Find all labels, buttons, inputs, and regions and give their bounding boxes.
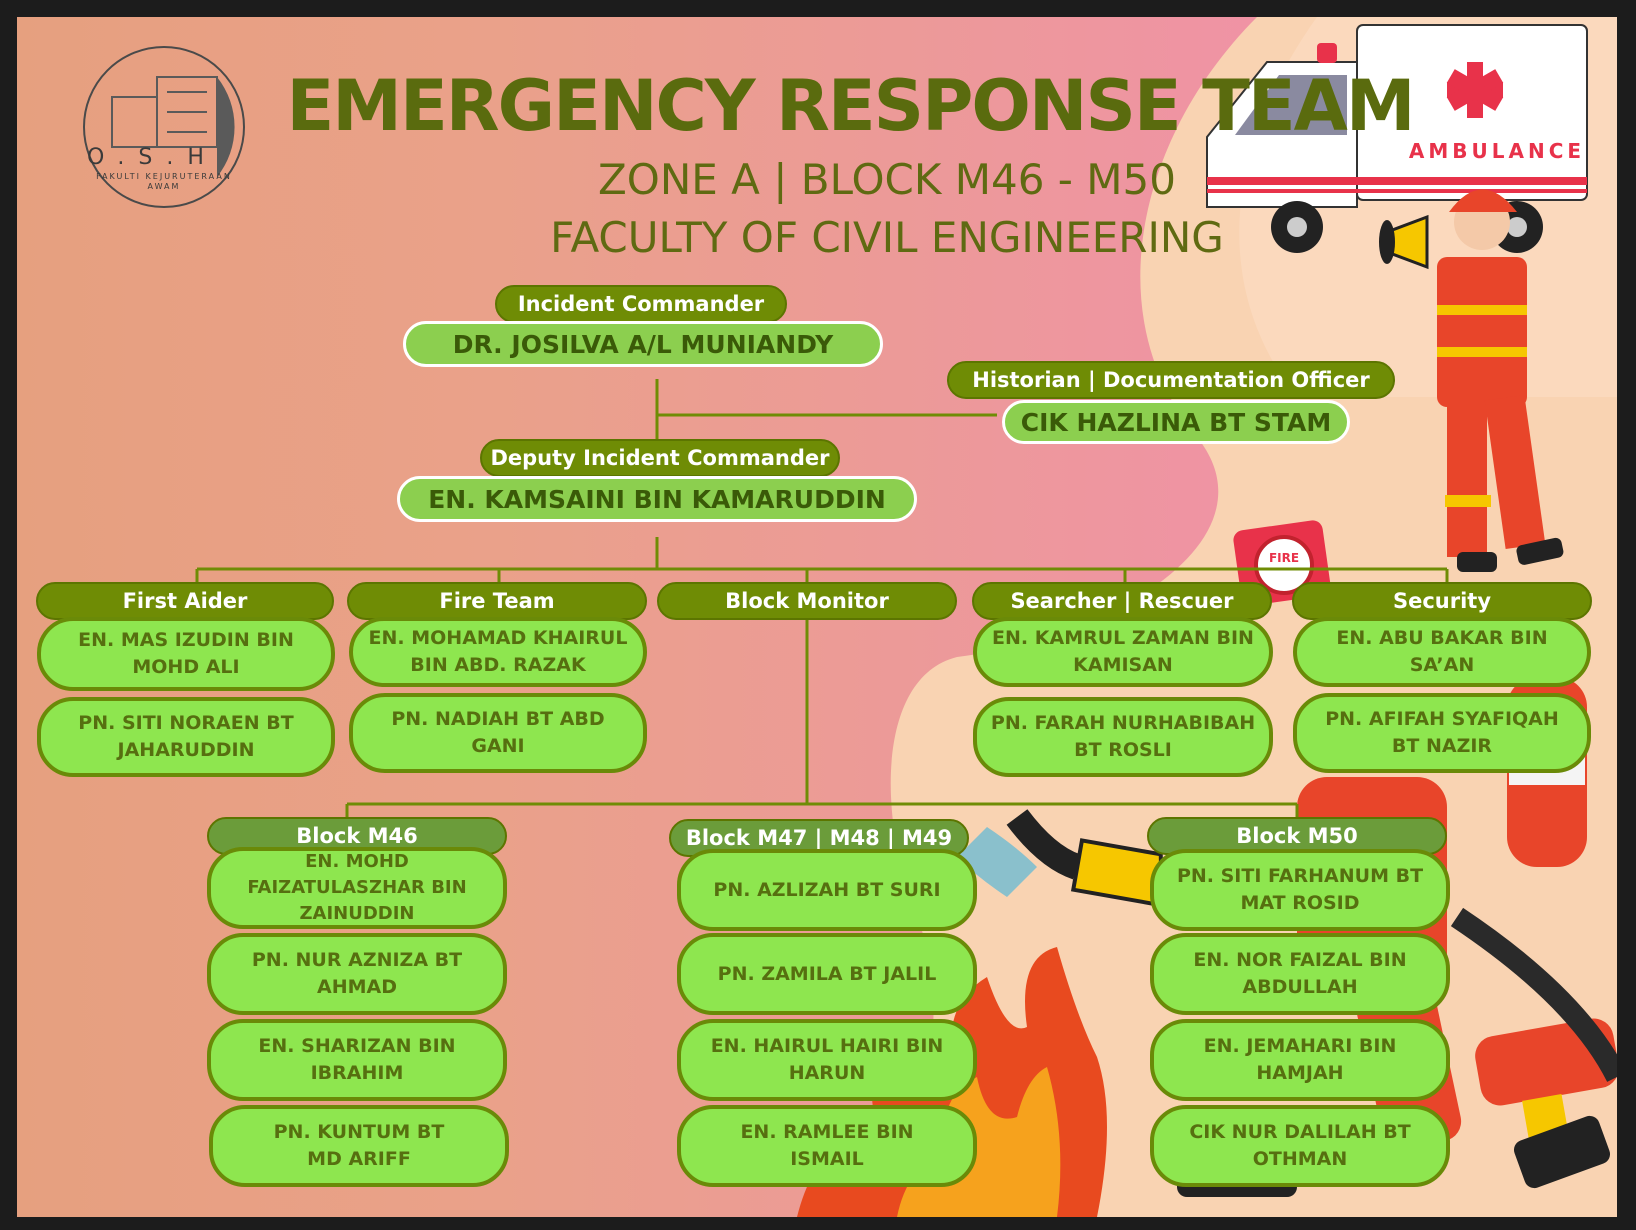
team-searcher-rescuer-role: Searcher | Rescuer — [972, 582, 1272, 620]
deputy-commander-name: EN. KAMSAINI BIN KAMARUDDIN — [397, 476, 917, 522]
incident-commander-name: DR. JOSILVA A/L MUNIANDY — [403, 321, 883, 367]
historian-role: Historian | Documentation Officer — [947, 361, 1395, 399]
team-block-monitor-role: Block Monitor — [657, 582, 957, 620]
deputy-commander-role: Deputy Incident Commander — [480, 439, 840, 477]
incident-commander-role: Incident Commander — [495, 285, 787, 323]
historian-name: CIK HAZLINA BT STAM — [1002, 400, 1350, 444]
ambulance-label: AMBULANCE — [1408, 139, 1586, 163]
faculty-subtitle: FACULTY OF CIVIL ENGINEERING — [550, 213, 1224, 262]
cross-icon — [1446, 62, 1504, 118]
building-icon — [111, 76, 218, 148]
logo-crescent — [217, 77, 235, 177]
poster: FIRE — [17, 17, 1617, 1217]
block-m47-member-2: PN. ZAMILA BT JALIL — [677, 933, 977, 1015]
fire-alarm-label: FIRE — [1269, 551, 1299, 565]
firefighter-megaphone-icon — [1379, 189, 1564, 572]
ambulance-icon — [1206, 24, 1588, 253]
block-m50-role: Block M50 — [1147, 817, 1447, 855]
team-fire-team-role: Fire Team — [347, 582, 647, 620]
logo-ring — [83, 46, 245, 208]
page-title: EMERGENCY RESPONSE TEAM — [286, 65, 1415, 147]
team-first-aider-role: First Aider — [36, 582, 334, 620]
zone-subtitle: ZONE A | BLOCK M46 - M50 — [598, 155, 1176, 204]
block-m47-member-1: PN. AZLIZAH BT SURI — [677, 849, 977, 931]
logo-letters: O.S.H — [87, 145, 218, 170]
logo-subtext: FAKULTI KEJURUTERAAN AWAM — [96, 172, 232, 191]
team-security-role: Security — [1292, 582, 1592, 620]
